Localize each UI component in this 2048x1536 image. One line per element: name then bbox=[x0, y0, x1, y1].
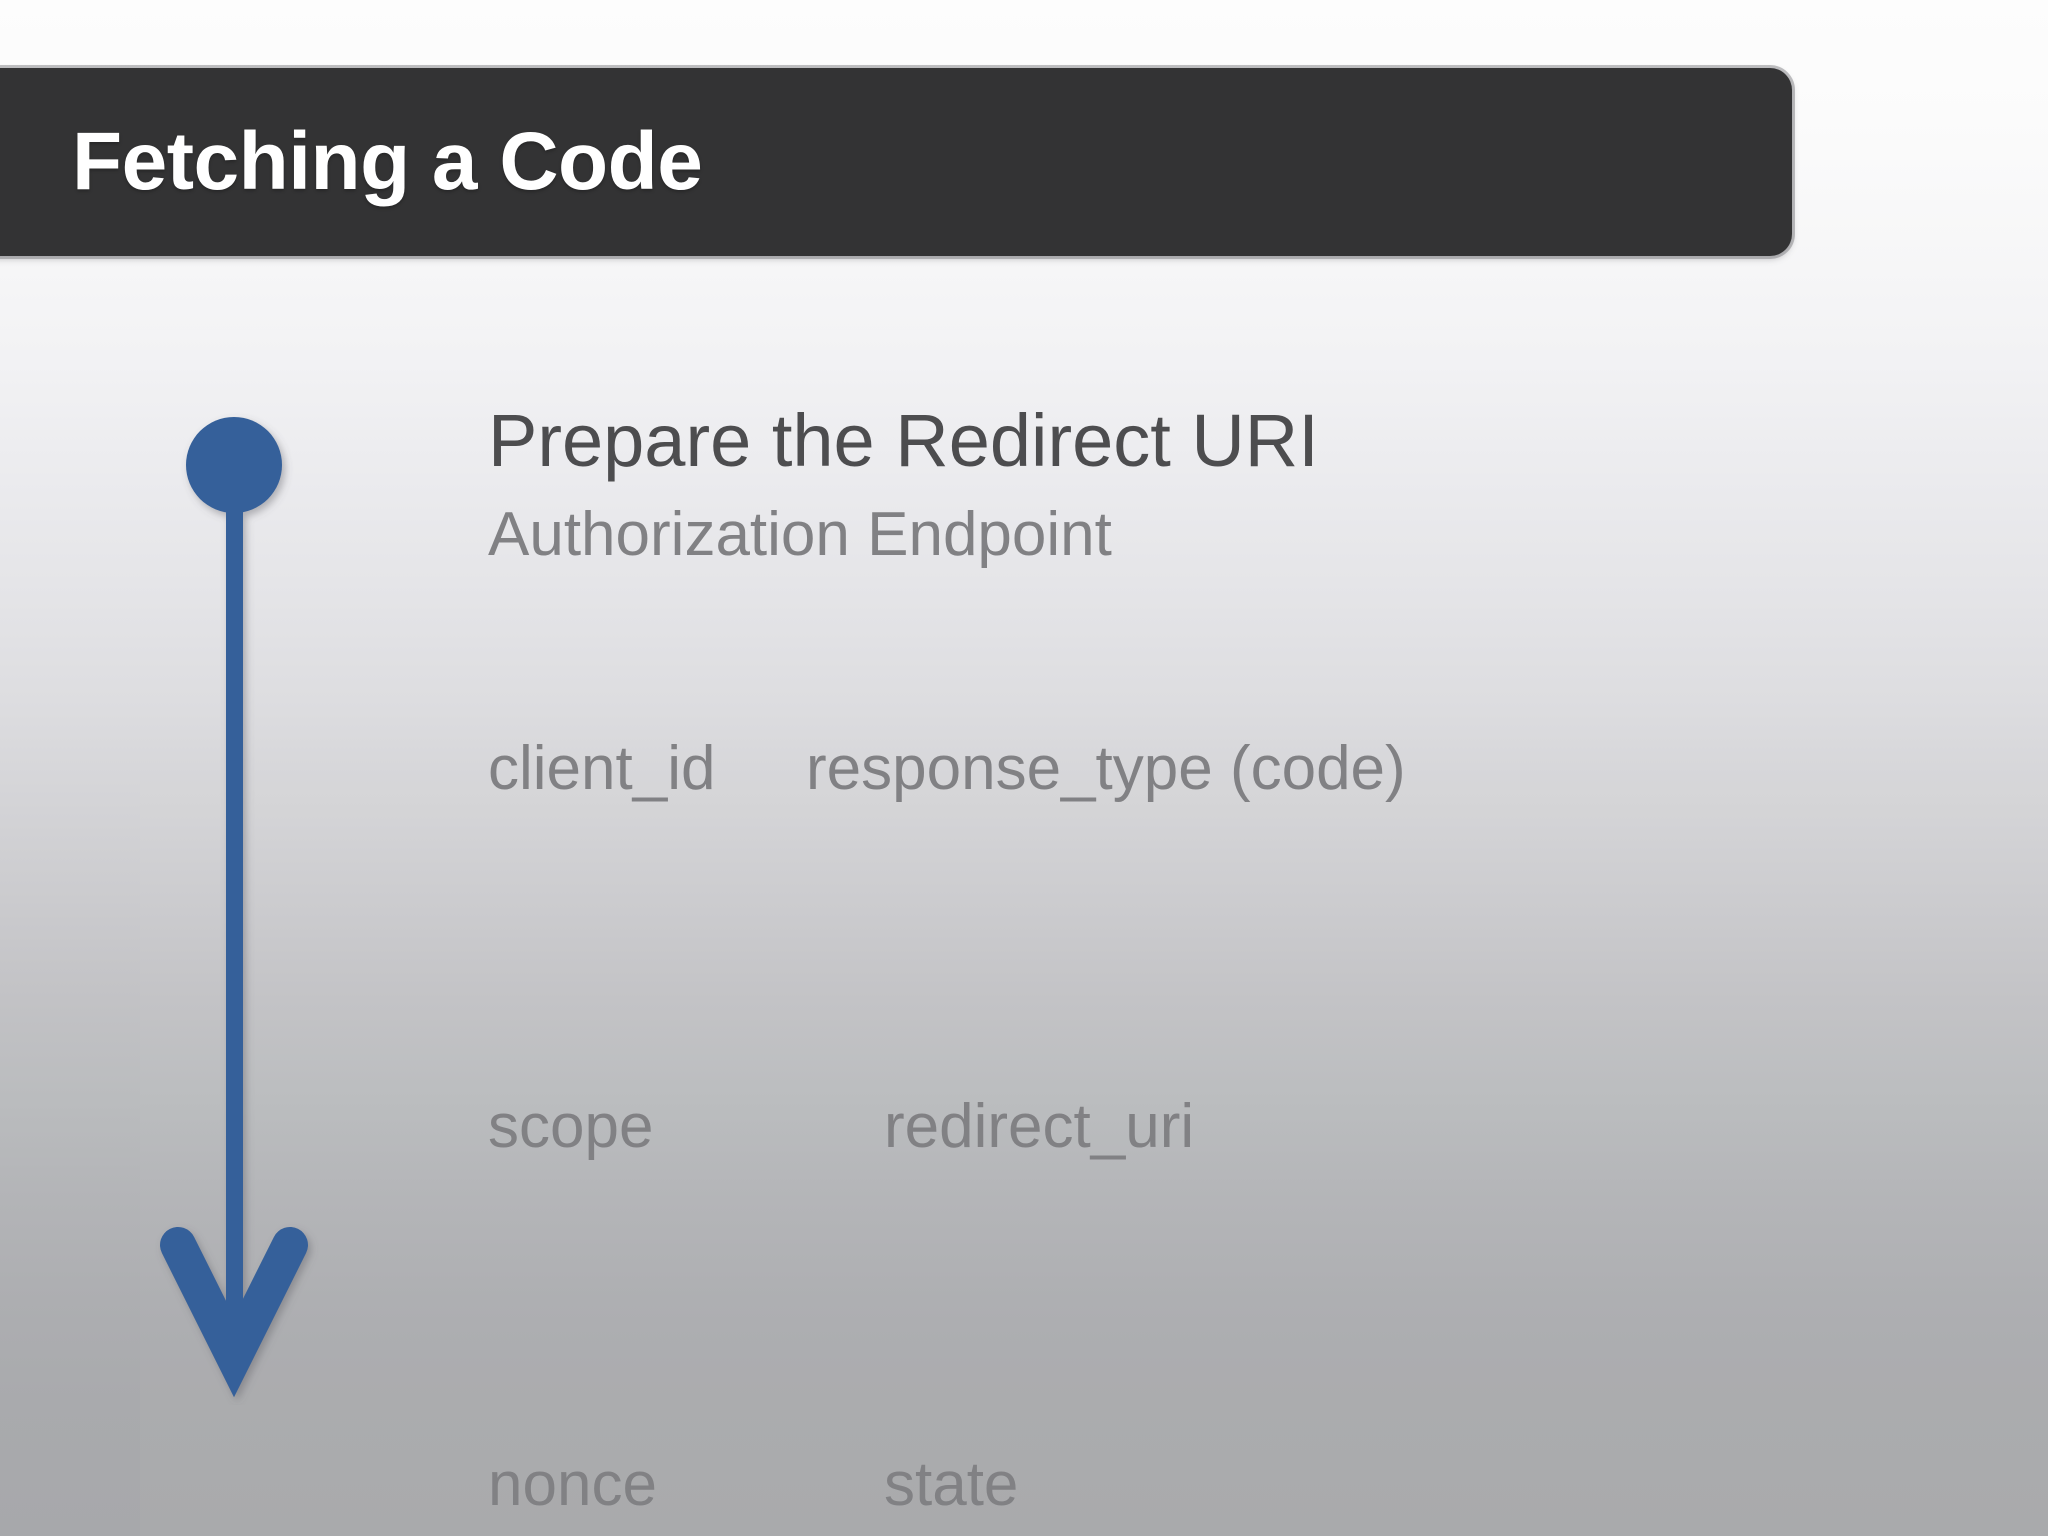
param-response-type: response_type (code) bbox=[806, 734, 1406, 803]
step-1-heading: Prepare the Redirect URI bbox=[488, 399, 1319, 482]
parameter-row: client_id response_type (code) bbox=[488, 738, 1928, 800]
parameter-row: scope redirect_uri bbox=[488, 1096, 1928, 1158]
spacer bbox=[488, 924, 1928, 972]
spacer bbox=[488, 1282, 1928, 1330]
arrow-stem bbox=[226, 457, 243, 1367]
step-1-parameter-list: client_id response_type (code) scope red… bbox=[488, 614, 1928, 1536]
page-title: Fetching a Code bbox=[72, 116, 703, 207]
timeline-arrow-graphic bbox=[140, 395, 340, 1405]
slide-title-bar: Fetching a Code bbox=[0, 68, 1792, 256]
param-client-id: client_id bbox=[488, 734, 716, 803]
parameter-row: nonce state bbox=[488, 1454, 1928, 1516]
param-nonce: nonce bbox=[488, 1450, 657, 1519]
circle-marker-icon bbox=[186, 417, 282, 513]
step-block-1: Prepare the Redirect URI Authorization E… bbox=[488, 404, 1928, 1536]
step-1-subtitle: Authorization Endpoint bbox=[488, 500, 1112, 569]
param-redirect-uri: redirect_uri bbox=[884, 1092, 1195, 1161]
spacer bbox=[488, 566, 1928, 614]
param-scope: scope bbox=[488, 1092, 654, 1161]
slide-body: Prepare the Redirect URI Authorization E… bbox=[488, 404, 1928, 1536]
param-state: state bbox=[884, 1450, 1019, 1519]
down-arrow-icon bbox=[160, 1227, 308, 1398]
